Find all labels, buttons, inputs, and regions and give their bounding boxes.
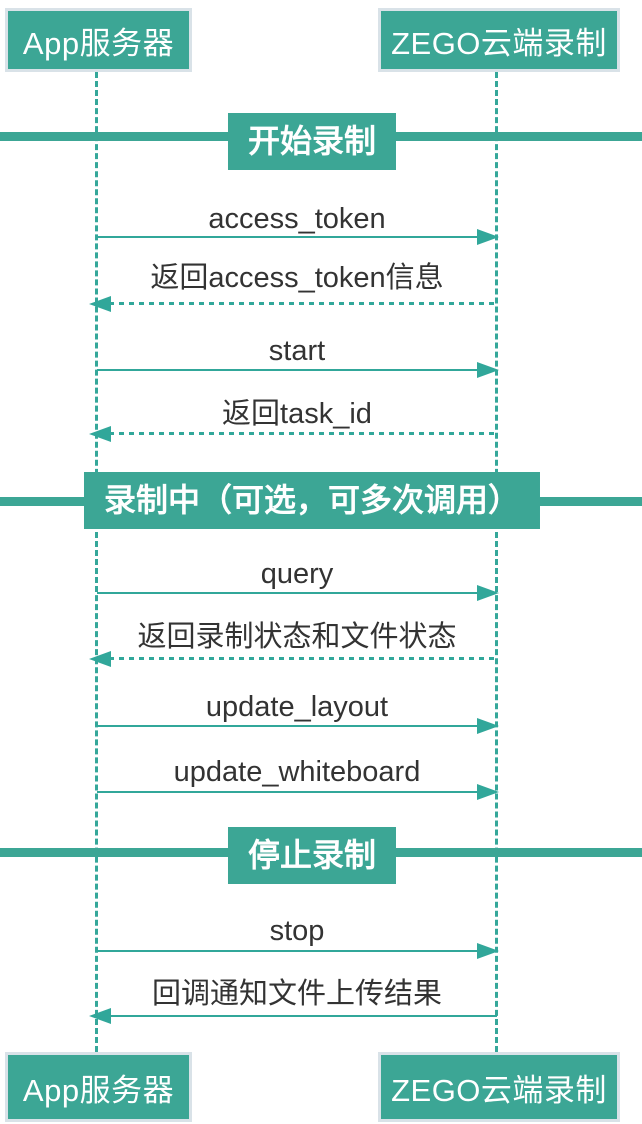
message-label: access_token [208, 203, 386, 235]
arrowhead-left-icon [89, 651, 111, 667]
message-label: query [260, 558, 334, 590]
arrowhead-right-icon [477, 362, 499, 378]
arrowhead-right-icon [477, 229, 499, 245]
arrow-right [95, 228, 499, 246]
actor-box-zego-cloud-recording-top: ZEGO云端录制 [378, 8, 620, 72]
section-label-start-recording: 开始录制 [227, 113, 397, 170]
arrow-shaft [109, 302, 497, 305]
arrowhead-right-icon [477, 585, 499, 601]
arrowhead-right-icon [477, 784, 499, 800]
arrow-shaft [97, 236, 481, 238]
arrow-shaft [97, 369, 481, 371]
message-label: start [268, 335, 326, 367]
arrow-right [95, 361, 499, 379]
arrow-left [89, 650, 497, 668]
message-label: update_whiteboard [173, 756, 421, 788]
arrowhead-left-icon [89, 1008, 111, 1024]
lifeline-app-server [95, 72, 98, 1052]
section-label-stop-recording: 停止录制 [227, 827, 397, 884]
arrow-left [89, 1007, 497, 1025]
arrowhead-right-icon [477, 943, 499, 959]
arrow-shaft [109, 432, 497, 435]
actor-box-app-server-bottom: App服务器 [5, 1052, 192, 1122]
arrowhead-right-icon [477, 718, 499, 734]
arrow-shaft [97, 592, 481, 594]
arrow-shaft [97, 950, 481, 952]
arrow-shaft [109, 1015, 497, 1017]
arrow-shaft [97, 725, 481, 727]
actor-box-zego-cloud-recording-bottom: ZEGO云端录制 [378, 1052, 620, 1122]
arrow-right [95, 717, 499, 735]
arrow-right [95, 783, 499, 801]
message-label: update_layout [205, 691, 389, 723]
arrowhead-left-icon [89, 426, 111, 442]
arrow-left [89, 295, 497, 313]
message-label: 返回access_token信息 [150, 262, 444, 294]
arrow-shaft [97, 791, 481, 793]
arrow-left [89, 425, 497, 443]
message-label: 返回task_id [222, 398, 372, 430]
message-label: stop [269, 915, 325, 947]
arrow-shaft [109, 657, 497, 660]
arrow-right [95, 584, 499, 602]
actor-box-app-server-top: App服务器 [5, 8, 192, 72]
message-label: 回调通知文件上传结果 [151, 978, 442, 1010]
message-label: 返回录制状态和文件状态 [137, 621, 457, 653]
lifeline-zego-cloud-recording [495, 72, 498, 1052]
arrow-right [95, 942, 499, 960]
arrowhead-left-icon [89, 296, 111, 312]
section-label-recording: 录制中（可选，可多次调用） [83, 472, 541, 529]
